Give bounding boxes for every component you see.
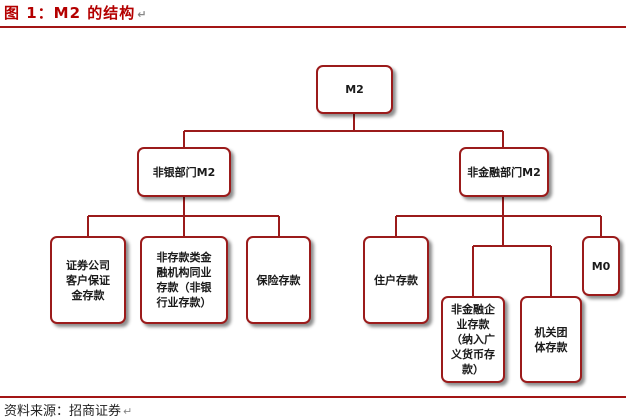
paragraph-mark-icon: ↵ — [137, 8, 148, 21]
node-bank-sector-label: 非银部门M2 — [152, 165, 216, 179]
node-m0: M0 — [582, 236, 620, 296]
node-nonbank-deposits: 非存款类金 融机构同业 存款（非银 行业存款） — [140, 236, 228, 324]
node-nonbank-deposits-label: 非存款类金 融机构同业 存款（非银 行业存款） — [156, 251, 212, 309]
node-bank-sector: 非银部门M2 — [137, 147, 231, 197]
node-insurance-deposits: 保险存款 — [246, 236, 311, 324]
node-nonfin-sector-label: 非金融部门M2 — [467, 165, 541, 179]
node-m0-label: M0 — [591, 259, 611, 273]
node-m2-root: M2 — [316, 65, 393, 114]
node-nonfin-enterprise-label: 非金融企 业存款 （纳入广 义货币存 款） — [451, 303, 495, 376]
node-m2-root-label: M2 — [345, 83, 364, 96]
node-securities-client: 证券公司 客户保证 金存款 — [50, 236, 126, 324]
source-note: 资料来源：招商证券↵ — [4, 400, 132, 419]
figure-title-text: 图 1：M2 的结构 — [4, 4, 136, 22]
paragraph-mark-icon: ↵ — [123, 405, 133, 418]
node-institution-deposits-label: 机关团 体存款 — [534, 325, 568, 354]
node-household-deposits: 住户存款 — [363, 236, 429, 324]
top-rule — [0, 26, 626, 28]
node-securities-client-label: 证券公司 客户保证 金存款 — [66, 258, 110, 302]
node-institution-deposits: 机关团 体存款 — [520, 296, 582, 383]
node-nonfin-sector: 非金融部门M2 — [459, 147, 549, 197]
node-nonfin-enterprise: 非金融企 业存款 （纳入广 义货币存 款） — [441, 296, 505, 383]
node-insurance-deposits-label: 保险存款 — [256, 273, 301, 287]
bottom-rule — [0, 396, 626, 398]
figure-title: 图 1：M2 的结构↵ — [4, 2, 147, 23]
node-household-deposits-label: 住户存款 — [374, 273, 418, 287]
source-note-text: 资料来源：招商证券 — [4, 404, 122, 419]
